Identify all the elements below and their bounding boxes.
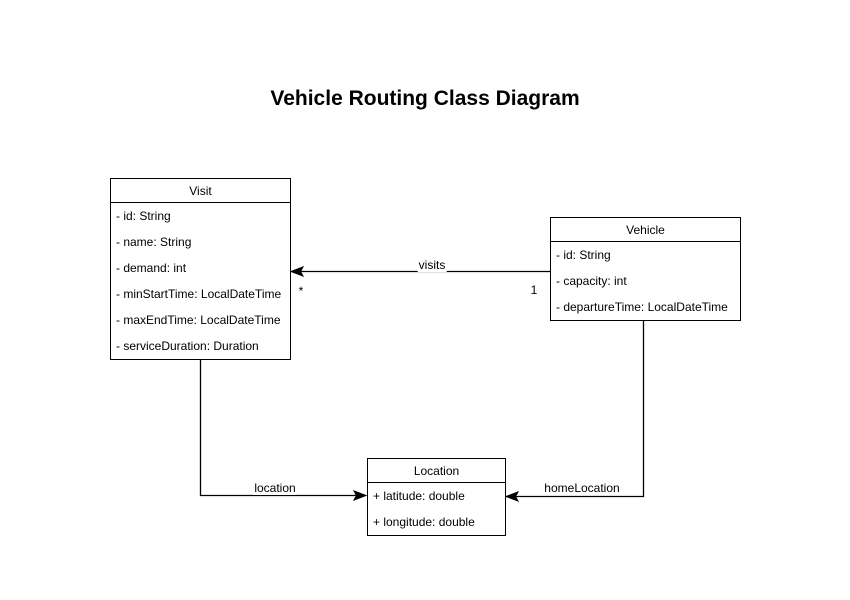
arrowhead-location [352,490,368,501]
class-vehicle-name: Vehicle [551,218,740,242]
class-location-attributes: + latitude: double + longitude: double [368,483,505,535]
class-visit-attr-maxendtime: - maxEndTime: LocalDateTime [116,313,281,327]
class-visit-attr-id: - id: String [116,209,171,223]
class-visit-attributes: - id: String - name: String - demand: in… [111,203,290,359]
class-vehicle-attributes: - id: String - capacity: int - departure… [551,242,740,320]
edge-label-visits: visits [417,258,447,272]
class-location-attr-latitude: + latitude: double [373,489,465,503]
class-visit[interactable]: Visit - id: String - name: String - dema… [110,178,291,360]
edge-label-location: location [253,481,297,495]
class-vehicle-attr-departuretime: - departureTime: LocalDateTime [556,300,728,314]
class-vehicle-attr-id: - id: String [556,248,611,262]
multiplicity-visits-one: 1 [529,283,539,297]
edge-label-homelocation: homeLocation [543,481,621,495]
class-visit-attr-name: - name: String [116,235,192,249]
class-visit-name: Visit [111,179,290,203]
class-visit-attr-minstarttime: - minStartTime: LocalDateTime [116,287,282,301]
class-visit-attr-serviceduration: - serviceDuration: Duration [116,339,259,353]
diagram-title: Vehicle Routing Class Diagram [270,87,580,110]
class-vehicle-attr-capacity: - capacity: int [556,274,627,288]
class-vehicle[interactable]: Vehicle - id: String - capacity: int - d… [550,217,741,321]
arrowhead-visits [289,266,305,277]
class-visit-attr-demand: - demand: int [116,261,187,275]
multiplicity-visits-many: * [297,284,305,298]
edge-homelocation[interactable] [504,321,645,502]
edge-location[interactable] [199,360,368,501]
class-location-attr-longitude: + longitude: double [373,515,475,529]
arrowhead-homelocation [504,491,520,502]
edge-homelocation-line[interactable] [516,321,645,498]
class-location[interactable]: Location + latitude: double + longitude:… [367,458,506,536]
edge-location-line[interactable] [199,360,357,497]
class-location-name: Location [368,459,505,483]
